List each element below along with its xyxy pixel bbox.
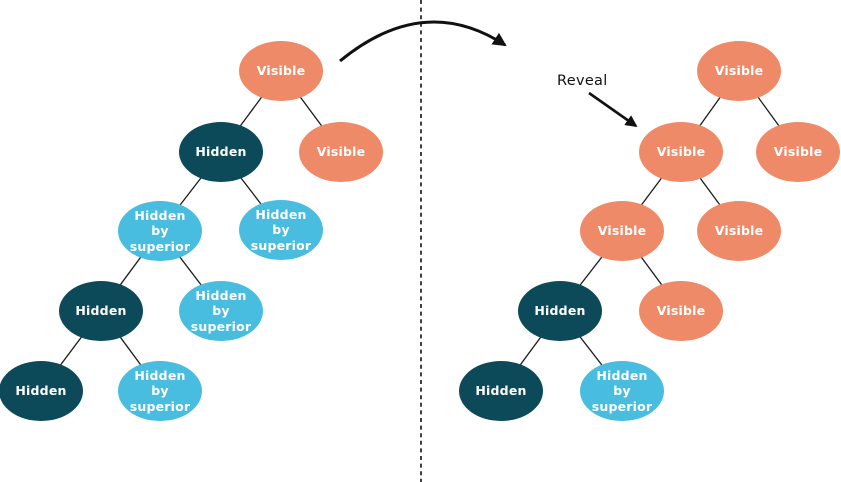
transform-arrow <box>339 20 507 63</box>
tree-node-visible: Visible <box>697 41 781 101</box>
tree-node-visible: Visible <box>639 281 723 341</box>
tree-node-visible: Visible <box>580 201 664 261</box>
tree-node-visible: Visible <box>239 41 323 101</box>
tree-node-visible: Visible <box>639 122 723 182</box>
tree-node-visible: Visible <box>697 201 781 261</box>
tree-node-hidden: Hidden <box>179 122 263 182</box>
tree-node-hidden: Hidden <box>0 361 83 421</box>
tree-node-hidden-by-superior: Hidden by superior <box>179 281 263 341</box>
reveal-label: Reveal <box>557 73 608 89</box>
tree-node-hidden: Hidden <box>459 361 543 421</box>
tree-node-hidden-by-superior: Hidden by superior <box>239 200 323 260</box>
tree-node-hidden: Hidden <box>518 281 602 341</box>
tree-node-hidden-by-superior: Hidden by superior <box>118 361 202 421</box>
tree-node-hidden-by-superior: Hidden by superior <box>580 361 664 421</box>
tree-node-hidden: Hidden <box>59 281 143 341</box>
reveal-arrow <box>588 91 638 128</box>
tree-node-visible: Visible <box>756 122 840 182</box>
tree-node-visible: Visible <box>299 122 383 182</box>
tree-node-hidden-by-superior: Hidden by superior <box>118 201 202 261</box>
